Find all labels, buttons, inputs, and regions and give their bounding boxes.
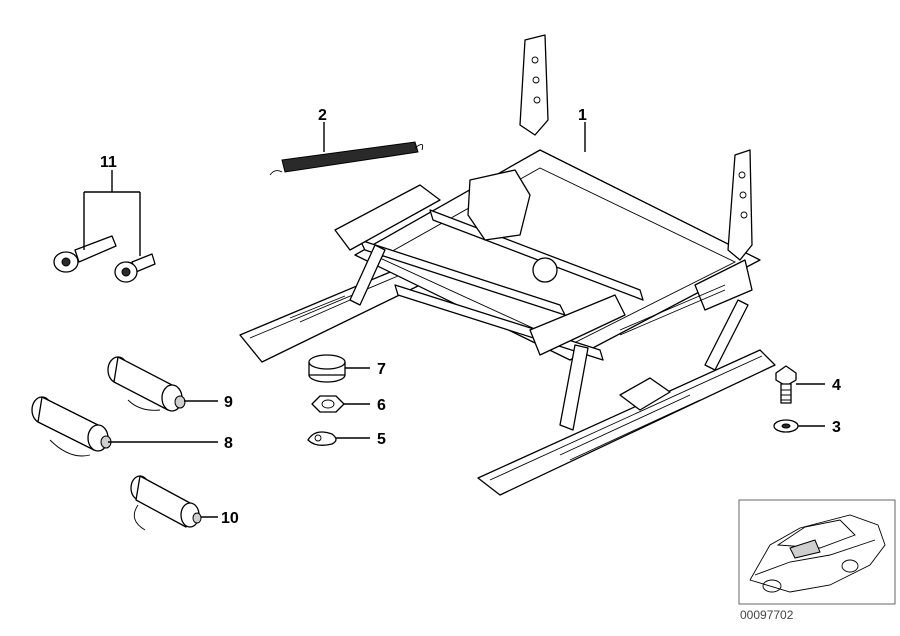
bolt-pair[interactable] xyxy=(53,235,156,283)
hex-bolt[interactable] xyxy=(775,365,797,404)
rubber-buffer[interactable] xyxy=(308,354,346,383)
drive-motor-9[interactable] xyxy=(107,356,186,412)
callout-3: 3 xyxy=(832,419,841,436)
inset-caption: 00097702 xyxy=(740,608,794,622)
callout-7: 7 xyxy=(377,361,386,378)
vehicle-inset xyxy=(738,499,896,605)
drive-motor-10[interactable] xyxy=(130,475,202,531)
callout-10: 10 xyxy=(221,510,239,527)
callout-5: 5 xyxy=(377,431,386,448)
washer[interactable] xyxy=(773,419,799,433)
callout-4: 4 xyxy=(832,377,841,394)
callout-8: 8 xyxy=(224,435,233,452)
callout-11: 11 xyxy=(100,154,117,171)
hex-nut[interactable] xyxy=(311,395,345,413)
tension-spring[interactable] xyxy=(269,141,424,176)
callout-6: 6 xyxy=(377,397,386,414)
drive-motor-8[interactable] xyxy=(31,396,112,457)
callout-1: 1 xyxy=(578,107,587,124)
car-icon xyxy=(749,514,886,593)
callout-9: 9 xyxy=(224,394,233,411)
callout-2: 2 xyxy=(318,107,327,124)
callout-leaders xyxy=(83,122,825,518)
spring-clip[interactable] xyxy=(307,431,337,446)
seat-frame-assembly[interactable] xyxy=(239,34,776,496)
